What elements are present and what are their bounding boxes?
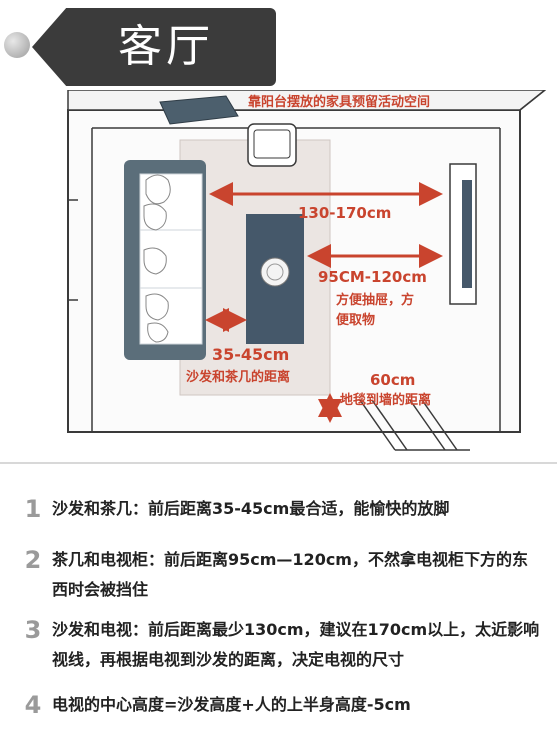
sofa-table-note-label: 沙发和茶几的距离 [186, 369, 290, 385]
table-tv-note-line1: 方便抽屉，方 [336, 292, 414, 308]
tip-1: 1 沙发和茶几：前后距离35-45cm最合适，能愉快的放脚 [18, 494, 543, 524]
balcony-floor-lines [359, 399, 470, 451]
tip-text: 沙发和电视：前后距离最少130cm，建议在170cm以上，太近影响视线，再根据电… [52, 620, 540, 669]
tip-text: 电视的中心高度=沙发高度+人的上半身高度-5cm [52, 695, 411, 714]
tip-number: 4 [24, 691, 42, 719]
plant-icon [159, 95, 239, 125]
tip-number: 2 [24, 546, 42, 574]
tip-2: 2 茶几和电视柜：前后距离95cm—120cm，不然拿电视柜下方的东西时会被挡住 [18, 545, 543, 605]
rug-wall-note-label: 地毯到墙的距离 [340, 392, 431, 408]
table-tv-distance-label: 95CM-120cm [318, 268, 427, 286]
tip-4: 4 电视的中心高度=沙发高度+人的上半身高度-5cm [18, 690, 543, 720]
title-tag-background [32, 8, 276, 86]
rug-wall-distance-label: 60cm [370, 371, 415, 389]
section-divider [0, 462, 557, 464]
page-title: 客厅 [118, 21, 214, 72]
table-tv-note-line2: 便取物 [336, 312, 375, 328]
sofa-tv-distance-label: 130-170cm [298, 204, 391, 222]
tip-text: 沙发和茶几：前后距离35-45cm最合适，能愉快的放脚 [52, 499, 450, 518]
tip-text: 茶几和电视柜：前后距离95cm—120cm，不然拿电视柜下方的东西时会被挡住 [52, 550, 528, 599]
coffee-table-icon [246, 214, 304, 344]
living-room-floor-plan: 靠阳台摆放的家具预留活动空间 130-170cm 95CM-120cm 方便抽屉… [67, 90, 547, 451]
tip-3: 3 沙发和电视：前后距离最少130cm，建议在170cm以上，太近影响视线，再根… [18, 615, 543, 675]
tip-number: 3 [24, 616, 42, 644]
title-bullet-dot [4, 32, 30, 58]
sofa-icon [124, 160, 206, 360]
top-note-label: 靠阳台摆放的家具预留活动空间 [248, 94, 430, 110]
sofa-table-distance-label: 35-45cm [212, 345, 289, 364]
armchair-icon [247, 123, 297, 167]
tip-number: 1 [24, 495, 42, 523]
tv-icon [449, 163, 477, 305]
